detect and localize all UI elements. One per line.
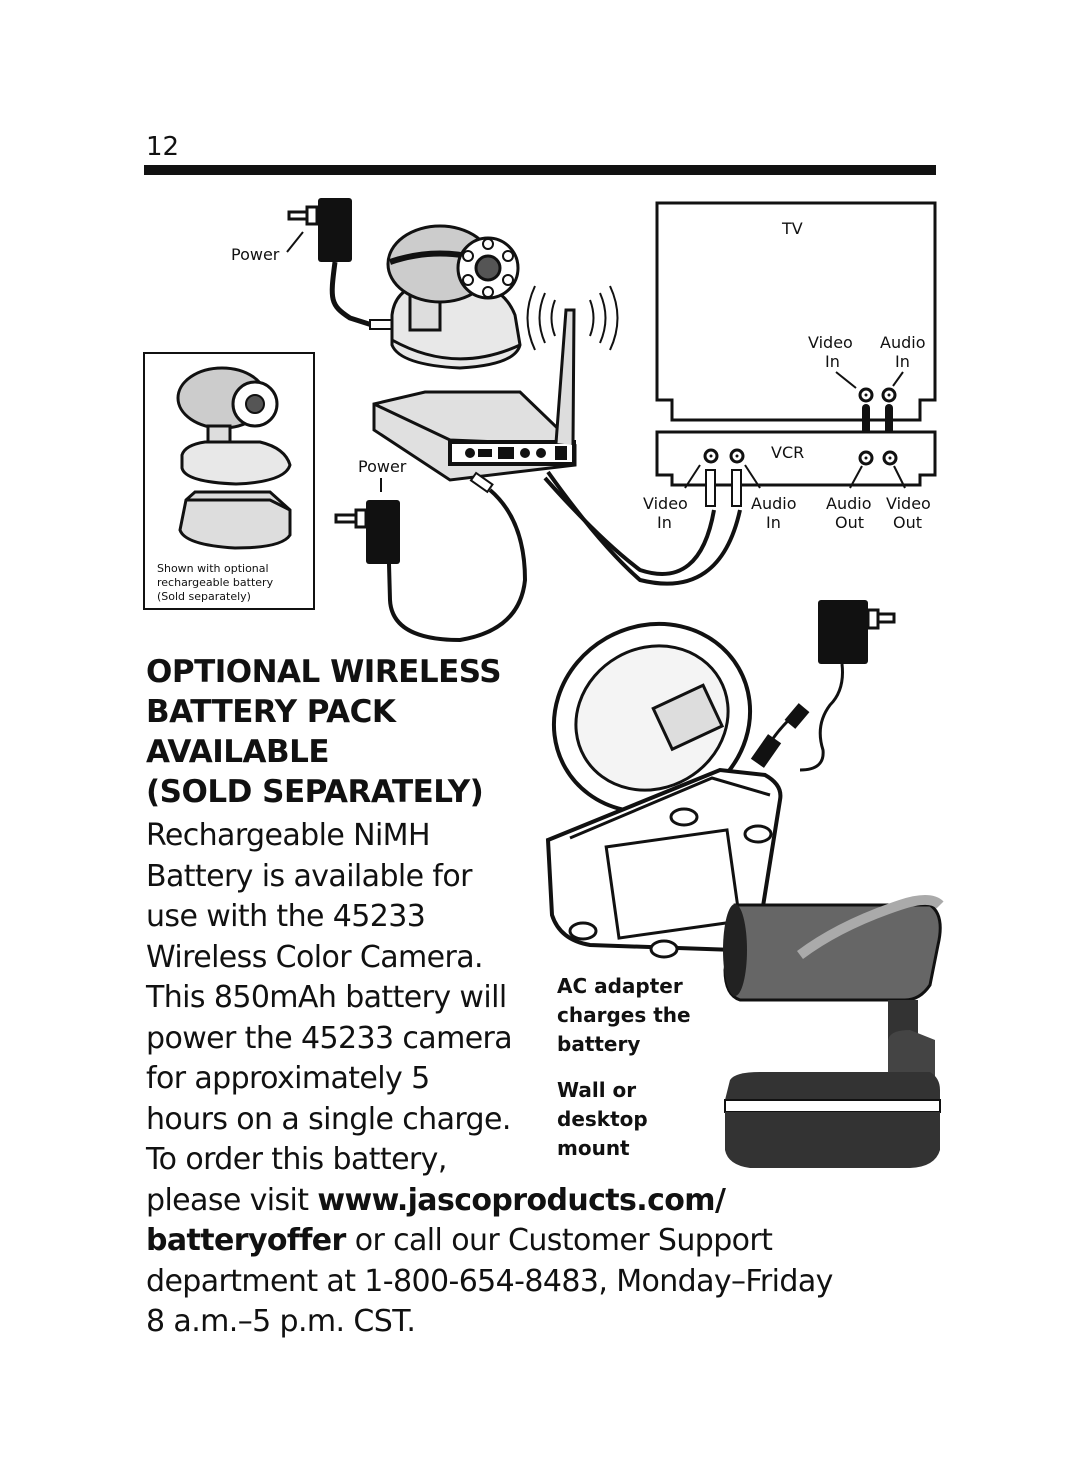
vcr-audio-in-1: Audio bbox=[751, 494, 796, 513]
callout-line: mount bbox=[557, 1136, 630, 1160]
vcr-label: VCR bbox=[771, 443, 804, 462]
tv-video-in-1: Video bbox=[808, 333, 853, 352]
body-line-hours: 8 a.m.–5 p.m. CST. bbox=[146, 1304, 416, 1339]
body-line-support: batteryoffer or call our Customer Suppor… bbox=[146, 1221, 936, 1262]
tv-illustration bbox=[655, 201, 937, 422]
ac-adapter-illustration bbox=[750, 600, 896, 772]
heading-line: AVAILABLE bbox=[146, 734, 330, 770]
power-label-top: Power bbox=[231, 245, 280, 264]
body-line: for approximately 5 bbox=[146, 1061, 430, 1096]
body-line: use with the 45233 bbox=[146, 899, 426, 934]
page-number: 12 bbox=[146, 132, 180, 162]
camera-mount-illustration bbox=[723, 895, 944, 1168]
body-line: This 850mAh battery will bbox=[146, 980, 507, 1015]
tv-audio-in-1: Audio bbox=[880, 333, 925, 352]
callout-line: battery bbox=[557, 1032, 641, 1056]
section-heading: OPTIONAL WIRELESS BATTERY PACK AVAILABLE… bbox=[146, 652, 502, 812]
visit-prefix: please visit bbox=[146, 1182, 318, 1218]
body-line: Wireless Color Camera. bbox=[146, 939, 484, 975]
inset-battery-box bbox=[143, 352, 315, 610]
camera-battery-illustration bbox=[545, 621, 783, 959]
tv-audio-in-2: In bbox=[895, 352, 910, 371]
inset-caption-3: (Sold separately) bbox=[157, 590, 251, 603]
battery-offer-link[interactable]: www.jascoproducts.com/ bbox=[317, 1182, 726, 1218]
body-line: To order this battery, bbox=[146, 1142, 447, 1177]
vcr-video-out-2: Out bbox=[893, 513, 922, 532]
inset-caption-2: rechargeable battery bbox=[157, 576, 274, 589]
vcr-audio-out-1: Audio bbox=[826, 494, 871, 513]
body-line: hours on a single charge. bbox=[146, 1101, 511, 1137]
ac-adapter-callout: AC adapter charges the battery bbox=[557, 972, 691, 1059]
heading-line: OPTIONAL WIRELESS bbox=[146, 654, 502, 690]
tv-video-in-2: In bbox=[825, 352, 840, 371]
receiver-illustration bbox=[372, 308, 577, 482]
vcr-audio-out-2: Out bbox=[835, 513, 864, 532]
heading-line: BATTERY PACK bbox=[146, 694, 396, 730]
callout-line: AC adapter bbox=[557, 974, 683, 998]
vcr-illustration bbox=[655, 430, 937, 507]
mount-callout: Wall or desktop mount bbox=[557, 1076, 648, 1163]
body-paragraph: Rechargeable NiMH Battery is available f… bbox=[146, 816, 936, 1343]
callout-line: desktop bbox=[557, 1107, 648, 1131]
callout-line: charges the bbox=[557, 1003, 691, 1027]
body-line: Battery is available for bbox=[146, 858, 472, 894]
body-line-visit: please visit www.jascoproducts.com/ bbox=[146, 1181, 936, 1222]
power-label-receiver: Power bbox=[358, 457, 407, 476]
av-cable bbox=[543, 476, 716, 576]
camera-illustration bbox=[386, 224, 522, 370]
callout-line: Wall or bbox=[557, 1078, 637, 1102]
vcr-audio-in-2: In bbox=[766, 513, 781, 532]
power-adapter-receiver bbox=[334, 471, 528, 643]
battery-offer-link-cont[interactable]: batteryoffer bbox=[146, 1223, 346, 1258]
vcr-video-in-1: Video bbox=[643, 494, 688, 513]
support-suffix: or call our Customer Support bbox=[345, 1223, 773, 1258]
heading-line: (SOLD SEPARATELY) bbox=[146, 774, 484, 810]
tv-label: TV bbox=[781, 219, 803, 238]
body-line: power the 45233 camera bbox=[146, 1020, 513, 1056]
body-line: Rechargeable NiMH bbox=[146, 818, 431, 853]
vcr-video-in-2: In bbox=[657, 513, 672, 532]
header-rule bbox=[144, 165, 936, 175]
wireless-signal-icon bbox=[526, 285, 619, 351]
body-line-phone: department at 1-800-654-8483, Monday–Fri… bbox=[146, 1263, 833, 1299]
power-adapter-top bbox=[286, 198, 393, 330]
vcr-video-out-1: Video bbox=[886, 494, 931, 513]
inset-caption-1: Shown with optional bbox=[157, 562, 269, 575]
